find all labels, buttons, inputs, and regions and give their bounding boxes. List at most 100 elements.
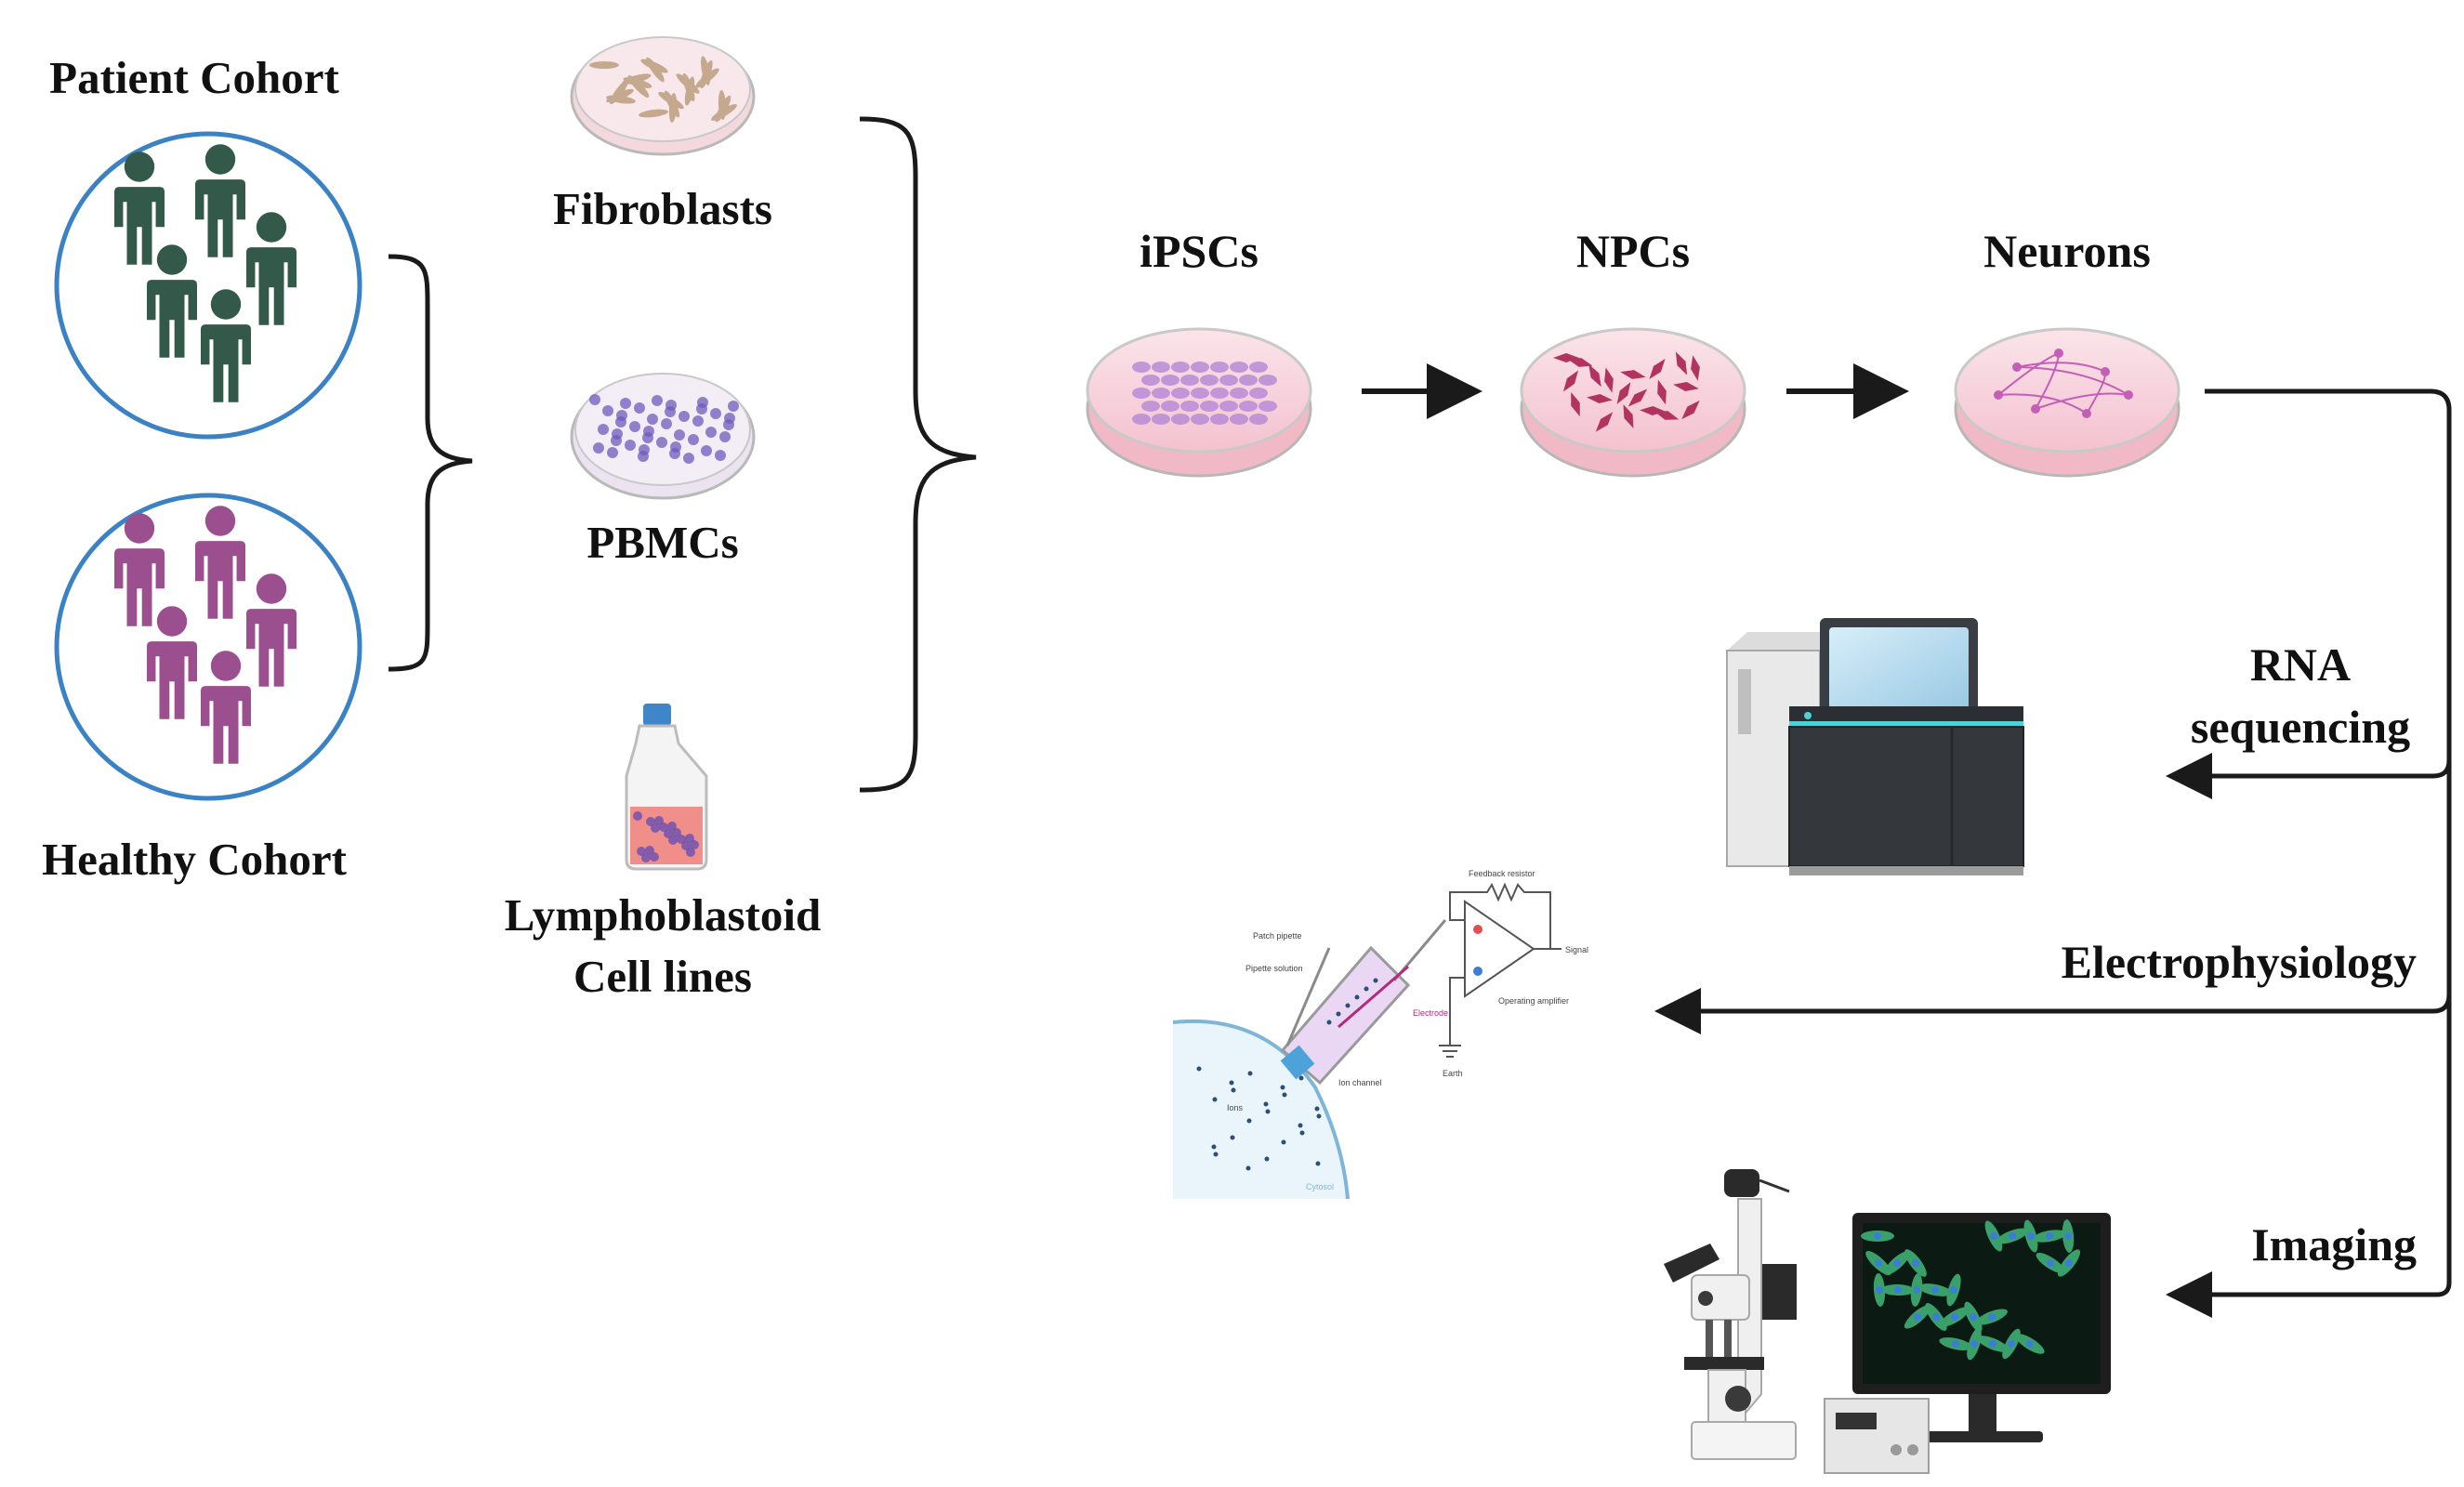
ipsc-cell [1152,362,1170,373]
pbmc-cell [719,431,731,442]
ipsc-cell [1171,388,1190,399]
pbmc-cell [669,448,680,459]
ipsc-cell [1210,362,1229,373]
pbmc-cell [607,447,618,458]
lymphoblast-cell [637,847,646,856]
ipsc-cell [1132,362,1151,373]
fibroblast-cell [622,73,652,85]
ion-dot [1314,1106,1320,1112]
ipscs-label: iPSCs [1140,225,1258,277]
label-ions: Ions [1227,1103,1244,1112]
lymphoblast-cell [686,848,695,857]
ipsc-cell [1191,388,1209,399]
ion-dot [1196,1066,1202,1072]
npc-cell [1587,394,1613,403]
electrophysiology-label: Electrophysiology [2061,936,2417,988]
npc-cell [1675,351,1688,375]
ipsc-cell [1258,401,1277,412]
nucleus [1990,1232,1997,1240]
cell-culture-flask [625,704,708,871]
person-icon [246,573,296,687]
neurite [1997,352,2060,396]
nucleus [1951,1313,1958,1321]
ion-dot [1231,1087,1236,1093]
pbmc-cell [652,395,663,406]
readout-connector [2194,388,2452,1297]
npc-cell [1562,370,1579,392]
ipsc-cell [1219,375,1238,386]
fibroblasts-label: Fibroblasts [553,183,772,234]
ipsc-cell [1141,401,1160,412]
healthy-figures [114,506,296,764]
ipsc-dish [1086,327,1312,478]
neurite [2035,392,2129,410]
neurite [2016,366,2129,396]
neurite [1997,393,2088,415]
lymphoblast-cell [646,817,655,826]
neuron-soma [2031,404,2040,414]
nucleus [2027,1232,2035,1240]
healthy-cohort-label: Healthy Cohort [42,834,347,885]
npc-cell [1588,363,1601,388]
neuron-soma [2101,367,2110,376]
lymphoblast-cell [651,823,660,833]
patient-cohort-ring [54,131,362,440]
imaging-label: Imaging [2251,1218,2417,1270]
ion-dot [1315,1161,1321,1166]
pbmc-cell [710,408,721,419]
nucleus [1970,1313,1977,1321]
rna-label: RNA [2249,638,2352,691]
npc-cell [1657,379,1667,405]
fibroblast-cell [639,109,668,118]
ion-dot [1212,1097,1218,1102]
fibroblast-cell [701,56,710,86]
ion-dot [1299,1130,1305,1136]
fibroblast-cell [589,61,619,69]
cell-lines-label: Cell lines [573,951,752,1002]
ipsc-cell [1191,414,1209,425]
pbmc-cell [602,405,613,416]
pbmc-cell [598,424,609,435]
pbmc-cell [629,421,640,432]
pbmc-cell [701,445,712,456]
patient-cohort-group [54,131,362,440]
lymphoblast-cell [645,846,654,855]
ipsc-cell [1249,388,1268,399]
nucleus [1950,1286,1957,1294]
fibroblast-cell [640,59,668,73]
ipsc-cell [1132,388,1151,399]
npc-dish [1520,327,1746,478]
npc-cell [1627,388,1648,407]
neurons-label: Neurons [1983,225,2151,277]
ipsc-cell [1191,362,1209,373]
ion-dot [1211,1144,1217,1150]
ion-dot [1326,1020,1332,1025]
pbmc-cell [688,434,699,445]
lymphoblast-cell [659,822,668,832]
nucleus [1894,1286,1902,1294]
person-icon [147,606,197,719]
ipsc-cell [1171,414,1190,425]
rna-sequencer-machine [1726,618,2024,875]
nucleus [2065,1259,2073,1267]
ipsc-cell [1152,414,1170,425]
ipsc-cell [1210,414,1229,425]
pbmc-cell [642,432,653,443]
ion-dot [1298,1123,1303,1128]
lymphoblast-cell [681,841,691,850]
pbmc-cell [611,435,622,446]
pbmc-cell [647,414,658,425]
lymphoblast-cell [654,816,664,825]
ipsc-cell [1258,375,1277,386]
pbmcs-label: PBMCs [586,517,739,568]
pbmc-cell [683,453,694,464]
label-signal: Signal [1565,945,1588,954]
ipsc-cell [1239,401,1258,412]
nucleus [2064,1232,2072,1240]
nucleus [1913,1286,1920,1294]
lymphoblast-cell [668,836,678,845]
nucleus [1952,1340,1959,1348]
ion-dot [1336,1011,1341,1017]
pbmc-cell [665,406,676,417]
